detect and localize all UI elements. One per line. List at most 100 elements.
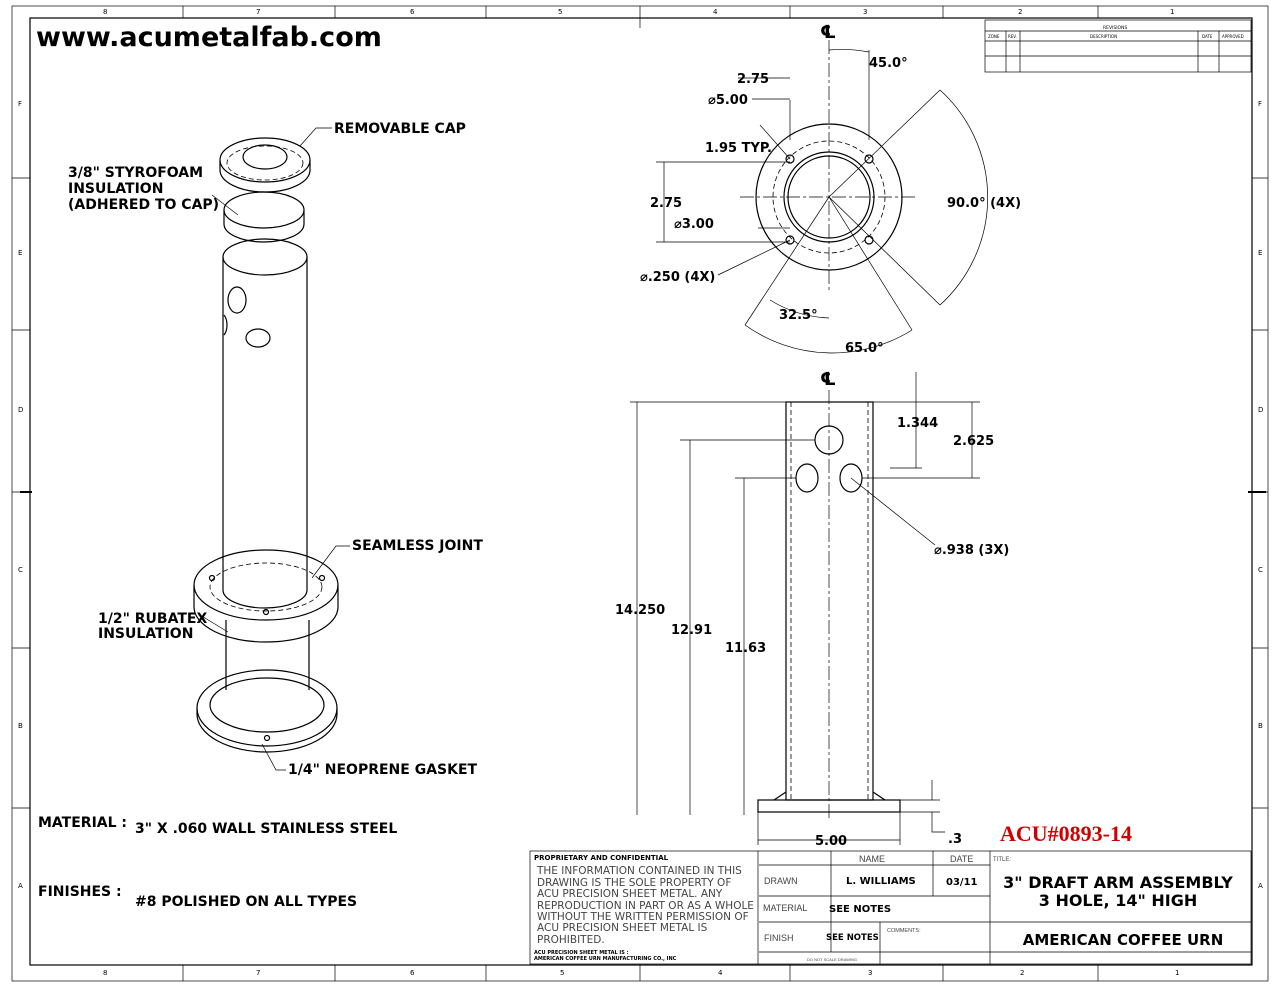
zone-row: F <box>1258 100 1262 108</box>
zone-row: B <box>1258 722 1263 730</box>
date-header: DATE <box>950 854 973 864</box>
dim-1-344: 1.344 <box>897 416 938 431</box>
material-label: MATERIAL : <box>38 815 127 831</box>
centerline-symbol: ℄ <box>820 369 836 390</box>
zone-row: D <box>18 406 23 414</box>
tb-material-label: MATERIAL <box>763 903 807 913</box>
zone-col: 3 <box>868 969 872 977</box>
tb-material-value: SEE NOTES <box>829 904 891 915</box>
zone-col: 6 <box>410 8 415 16</box>
proprietary-line: PROHIBITED. <box>537 934 605 946</box>
zone-col: 2 <box>1018 8 1022 16</box>
title-label: TITLE: <box>993 857 1011 863</box>
proprietary-line: ACU PRECISION SHEET METAL. ANY <box>537 888 723 900</box>
proprietary-line: REPRODUCTION IN PART OR AS A WHOLE <box>537 900 754 912</box>
rev-header: DESCRIPTION <box>1090 34 1117 39</box>
callout-removable-cap: REMOVABLE CAP <box>334 121 466 137</box>
zone-row: C <box>18 566 23 574</box>
finishes-label: FINISHES : <box>38 884 122 900</box>
dim-90-deg: 90.0° (4X) <box>947 196 1021 211</box>
zone-col: 5 <box>560 969 564 977</box>
top-view-dimensions: ℄ 45.0° 2.75 ⌀5.00 1.95 TYP. 2.75 ⌀3.00 … <box>640 22 1021 356</box>
zone-col: 5 <box>558 8 562 16</box>
callout-rubatex: INSULATION <box>98 626 193 642</box>
dim-dia-3-00: ⌀3.00 <box>674 217 714 232</box>
zone-row: A <box>18 882 23 890</box>
front-view <box>630 372 980 845</box>
rev-header: ZONE <box>988 34 1000 39</box>
zone-row: C <box>1258 566 1263 574</box>
zone-row: E <box>18 249 22 257</box>
revisions-table: REVISIONS ZONE REV. DESCRIPTION DATE APP… <box>984 19 1252 73</box>
dim-0-3: .3 <box>948 832 962 847</box>
zone-row: A <box>1258 882 1263 890</box>
company-line: AMERICAN COFFEE URN MANUFACTURING CO., I… <box>534 956 677 962</box>
top-view <box>656 40 988 354</box>
zone-row: E <box>1258 249 1262 257</box>
zone-col: 6 <box>410 969 415 977</box>
dim-2-75-height: 2.75 <box>650 196 682 211</box>
customer-name: AMERICAN COFFEE URN <box>1023 931 1224 949</box>
callout-rubatex: 1/2" RUBATEX <box>98 611 207 627</box>
proprietary-title: PROPRIETARY AND CONFIDENTIAL <box>534 854 669 862</box>
dim-2-75-width: 2.75 <box>737 72 769 87</box>
proprietary-line: DRAWING IS THE SOLE PROPERTY OF <box>537 877 731 889</box>
isometric-view <box>193 127 350 771</box>
drawn-label: DRAWN <box>764 876 798 886</box>
isometric-callouts: REMOVABLE CAP 3/8" STYROFOAM INSULATION … <box>68 121 483 778</box>
proprietary-line: ACU PRECISION SHEET METAL IS <box>537 922 708 934</box>
finishes-value: #8 POLISHED ON ALL TYPES <box>135 894 357 910</box>
callout-styrofoam: (ADHERED TO CAP) <box>68 197 219 213</box>
material-value: 3" X .060 WALL STAINLESS STEEL <box>135 821 397 837</box>
material-notes: MATERIAL : 3" X .060 WALL STAINLESS STEE… <box>38 815 397 910</box>
zone-col: 8 <box>103 8 107 16</box>
website-url: www.acumetalfab.com <box>36 22 382 53</box>
dim-14-250: 14.250 <box>615 603 665 618</box>
callout-seamless-joint: SEAMLESS JOINT <box>352 538 483 554</box>
zone-col: 8 <box>103 969 107 977</box>
proprietary-line: WITHOUT THE WRITTEN PERMISSION OF <box>537 911 749 923</box>
zone-row: D <box>1258 406 1263 414</box>
drawn-name: L. WILLIAMS <box>846 876 916 887</box>
zone-labels: 8 7 6 5 4 3 2 1 8 7 6 5 4 3 2 1 F E D C … <box>18 8 1263 977</box>
comments-label: COMMENTS: <box>887 928 921 934</box>
callout-neoprene-gasket: 1/4" NEOPRENE GASKET <box>288 762 478 778</box>
tb-finish-value: SEE NOTES <box>826 933 879 943</box>
zone-row: F <box>18 100 22 108</box>
callout-styrofoam: 3/8" STYROFOAM <box>68 165 203 181</box>
dim-32-5-deg: 32.5° <box>779 308 818 323</box>
dim-12-91: 12.91 <box>671 623 712 638</box>
zone-col: 4 <box>718 969 723 977</box>
dim-5-00-width: 5.00 <box>815 834 847 849</box>
rev-header: APPROVED <box>1222 34 1244 39</box>
drawn-date: 03/11 <box>946 877 978 888</box>
dim-1-95-typ: 1.95 TYP. <box>705 141 772 156</box>
zone-col: 1 <box>1170 8 1174 16</box>
do-not-scale: DO NOT SCALE DRAWING <box>807 957 857 962</box>
dim-holes-938: ⌀.938 (3X) <box>934 543 1009 558</box>
proprietary-line: THE INFORMATION CONTAINED IN THIS <box>536 865 742 877</box>
rev-header: REV. <box>1008 34 1017 39</box>
dim-45-deg: 45.0° <box>869 56 908 71</box>
zone-col: 3 <box>863 8 867 16</box>
drawing-title: 3" DRAFT ARM ASSEMBLY <box>1003 873 1233 892</box>
company-line: ACU PRECISION SHEET METAL IS : <box>534 950 629 956</box>
drawing-subtitle: 3 HOLE, 14" HIGH <box>1039 891 1198 910</box>
zone-ticks <box>12 6 1268 981</box>
tb-finish-label: FINISH <box>764 933 794 943</box>
proprietary-text: THE INFORMATION CONTAINED IN THIS DRAWIN… <box>536 865 754 946</box>
name-header: NAME <box>859 854 885 864</box>
zone-col: 1 <box>1175 969 1179 977</box>
dim-2-625: 2.625 <box>953 434 994 449</box>
dim-dia-5-00: ⌀5.00 <box>708 93 748 108</box>
front-view-dimensions: ℄ 1.344 2.625 ⌀.938 (3X) 14.250 12.91 11… <box>615 369 1009 849</box>
zone-col: 7 <box>256 969 260 977</box>
zone-col: 7 <box>256 8 260 16</box>
zone-col: 4 <box>713 8 718 16</box>
part-number: ACU#0893-14 <box>1000 821 1132 846</box>
centerline-symbol: ℄ <box>820 22 836 43</box>
rev-header: DATE <box>1202 34 1213 39</box>
revisions-title: REVISIONS <box>1103 25 1127 31</box>
title-block: PROPRIETARY AND CONFIDENTIAL THE INFORMA… <box>529 850 1252 965</box>
